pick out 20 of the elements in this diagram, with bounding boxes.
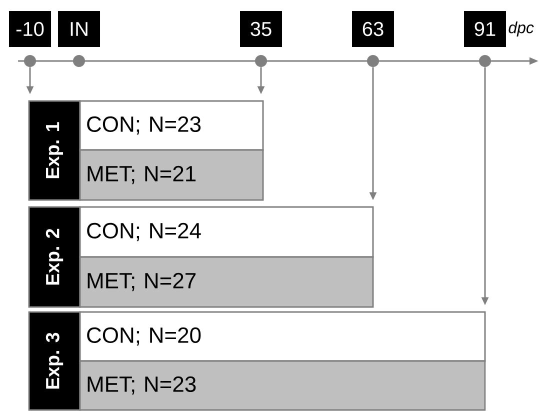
time-label: -10 — [9, 11, 51, 47]
timepoint-dot — [255, 55, 267, 67]
time-label: IN — [58, 11, 100, 47]
experiment-label: Exp. 2 — [28, 206, 81, 308]
timepoint-dot — [367, 55, 379, 67]
group-row: CON; N=20 — [79, 311, 486, 362]
group-row: CON; N=23 — [79, 100, 264, 151]
group-row: CON; N=24 — [79, 206, 374, 258]
timepoint-dot — [24, 55, 36, 67]
experiment-label: Exp. 3 — [28, 311, 81, 411]
time-label: 91 — [464, 11, 506, 47]
group-row: MET; N=21 — [79, 149, 264, 201]
group-row: MET; N=23 — [79, 360, 486, 411]
time-label: 63 — [352, 11, 394, 47]
experiment-label: Exp. 1 — [28, 100, 81, 201]
timepoint-dot — [479, 55, 491, 67]
timepoint-dot — [73, 55, 85, 67]
unit-label: dpc — [508, 22, 534, 36]
time-label: 35 — [240, 11, 282, 47]
group-row: MET; N=27 — [79, 256, 374, 308]
